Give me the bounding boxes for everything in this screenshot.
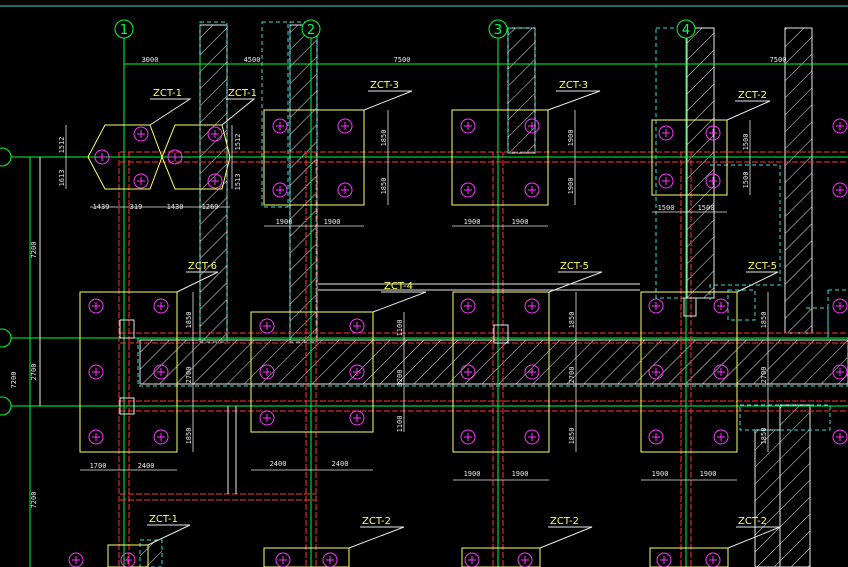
svg-text:1100: 1100 [396, 416, 404, 433]
svg-text:1900: 1900 [567, 130, 575, 147]
svg-text:1500: 1500 [742, 134, 750, 151]
cap-zct5-b[interactable] [640, 291, 738, 453]
svg-text:1700: 1700 [90, 462, 107, 470]
label-zct1-c: ZCT-1 [149, 514, 178, 525]
svg-text:1513: 1513 [234, 174, 242, 191]
svg-text:3200: 3200 [396, 370, 404, 387]
svg-text:1439: 1439 [93, 203, 110, 211]
svg-text:2400: 2400 [138, 462, 155, 470]
cap-zct2-a[interactable] [651, 119, 728, 196]
svg-text:7200: 7200 [30, 242, 38, 259]
label-zct4: ZCT-4 [384, 281, 413, 292]
svg-text:4: 4 [682, 23, 690, 38]
svg-text:3: 3 [494, 23, 502, 38]
label-zct1-a: ZCT-1 [153, 88, 182, 99]
label-leaders [147, 90, 781, 549]
svg-text:1900: 1900 [324, 218, 341, 226]
svg-text:1: 1 [120, 23, 128, 38]
grid-bubble-row-c[interactable] [0, 396, 12, 416]
cap-zct2-c[interactable] [461, 547, 541, 567]
grid-bubbles: 1 2 3 4 [0, 19, 696, 416]
svg-text:1100: 1100 [396, 320, 404, 337]
svg-text:2400: 2400 [270, 460, 287, 468]
svg-text:1269: 1269 [202, 203, 219, 211]
grid-bubble-row-b[interactable] [0, 328, 12, 348]
svg-text:1850: 1850 [185, 428, 193, 445]
dimension-lines [65, 110, 769, 481]
grid-lines [0, 5, 848, 567]
svg-text:1900: 1900 [700, 470, 717, 478]
svg-text:1500: 1500 [698, 204, 715, 212]
cap-zct4[interactable] [250, 311, 374, 433]
cap-labels: ZCT-1 ZCT-1 ZCT-3 ZCT-3 ZCT-2 ZCT-6 ZCT-… [149, 80, 777, 527]
svg-text:1512: 1512 [58, 137, 66, 154]
svg-text:1850: 1850 [568, 428, 576, 445]
svg-text:2700: 2700 [568, 367, 576, 384]
svg-text:1850: 1850 [568, 312, 576, 329]
svg-text:2700: 2700 [30, 364, 38, 381]
svg-text:1900: 1900 [512, 218, 529, 226]
cap-zct2-d[interactable] [649, 547, 729, 567]
svg-text:1900: 1900 [464, 218, 481, 226]
svg-text:1613: 1613 [58, 170, 66, 187]
svg-text:1900: 1900 [652, 470, 669, 478]
svg-text:3000: 3000 [142, 56, 159, 64]
svg-text:1850: 1850 [185, 312, 193, 329]
svg-text:1850: 1850 [760, 312, 768, 329]
label-zct6: ZCT-6 [188, 261, 217, 272]
dimension-texts: 3000 4500 7500 7500 7200 2700 7200 7200 … [10, 56, 786, 508]
cap-zct6[interactable] [79, 291, 178, 453]
svg-text:319: 319 [130, 203, 143, 211]
tie-beams [118, 151, 848, 567]
svg-text:1500: 1500 [658, 204, 675, 212]
svg-text:1900: 1900 [567, 178, 575, 195]
cap-zct1-c[interactable] [107, 544, 149, 567]
svg-text:1900: 1900 [276, 218, 293, 226]
cap-zct3-b[interactable] [451, 109, 549, 206]
svg-text:1500: 1500 [742, 172, 750, 189]
svg-text:7500: 7500 [394, 56, 411, 64]
label-zct1-b: ZCT-1 [228, 88, 257, 99]
svg-text:1900: 1900 [464, 470, 481, 478]
cap-zct2-b[interactable] [263, 547, 350, 567]
svg-text:2700: 2700 [185, 367, 193, 384]
cap-zct5-a[interactable] [452, 291, 550, 453]
svg-text:1900: 1900 [512, 470, 529, 478]
hatched-walls [139, 24, 848, 567]
label-zct2-b: ZCT-2 [362, 516, 391, 527]
svg-text:4500: 4500 [244, 56, 261, 64]
label-zct3-b: ZCT-3 [559, 80, 588, 91]
label-zct2-c: ZCT-2 [550, 516, 579, 527]
svg-text:1430: 1430 [167, 203, 184, 211]
label-zct5-b: ZCT-5 [748, 261, 777, 272]
grid-bubble-4[interactable]: 4 [676, 19, 696, 39]
label-zct2-a: ZCT-2 [738, 90, 767, 101]
grid-bubble-2[interactable]: 2 [301, 19, 321, 39]
svg-text:1850: 1850 [380, 130, 388, 147]
label-zct3-a: ZCT-3 [370, 80, 399, 91]
label-zct2-d: ZCT-2 [738, 516, 767, 527]
svg-text:2400: 2400 [332, 460, 349, 468]
svg-text:1850: 1850 [380, 178, 388, 195]
svg-text:7200: 7200 [30, 492, 38, 509]
svg-text:1512: 1512 [234, 134, 242, 151]
label-zct5-a: ZCT-5 [560, 261, 589, 272]
svg-text:1850: 1850 [760, 428, 768, 445]
grid-bubble-3[interactable]: 3 [488, 19, 508, 39]
grid-bubble-1[interactable]: 1 [114, 19, 134, 39]
svg-text:7500: 7500 [770, 56, 787, 64]
svg-text:2: 2 [307, 23, 315, 38]
svg-text:7200: 7200 [10, 372, 18, 389]
grid-bubble-row-a[interactable] [0, 147, 12, 167]
cap-zct3-a[interactable] [263, 109, 365, 206]
beam-outlines [119, 283, 697, 494]
svg-text:2700: 2700 [760, 367, 768, 384]
